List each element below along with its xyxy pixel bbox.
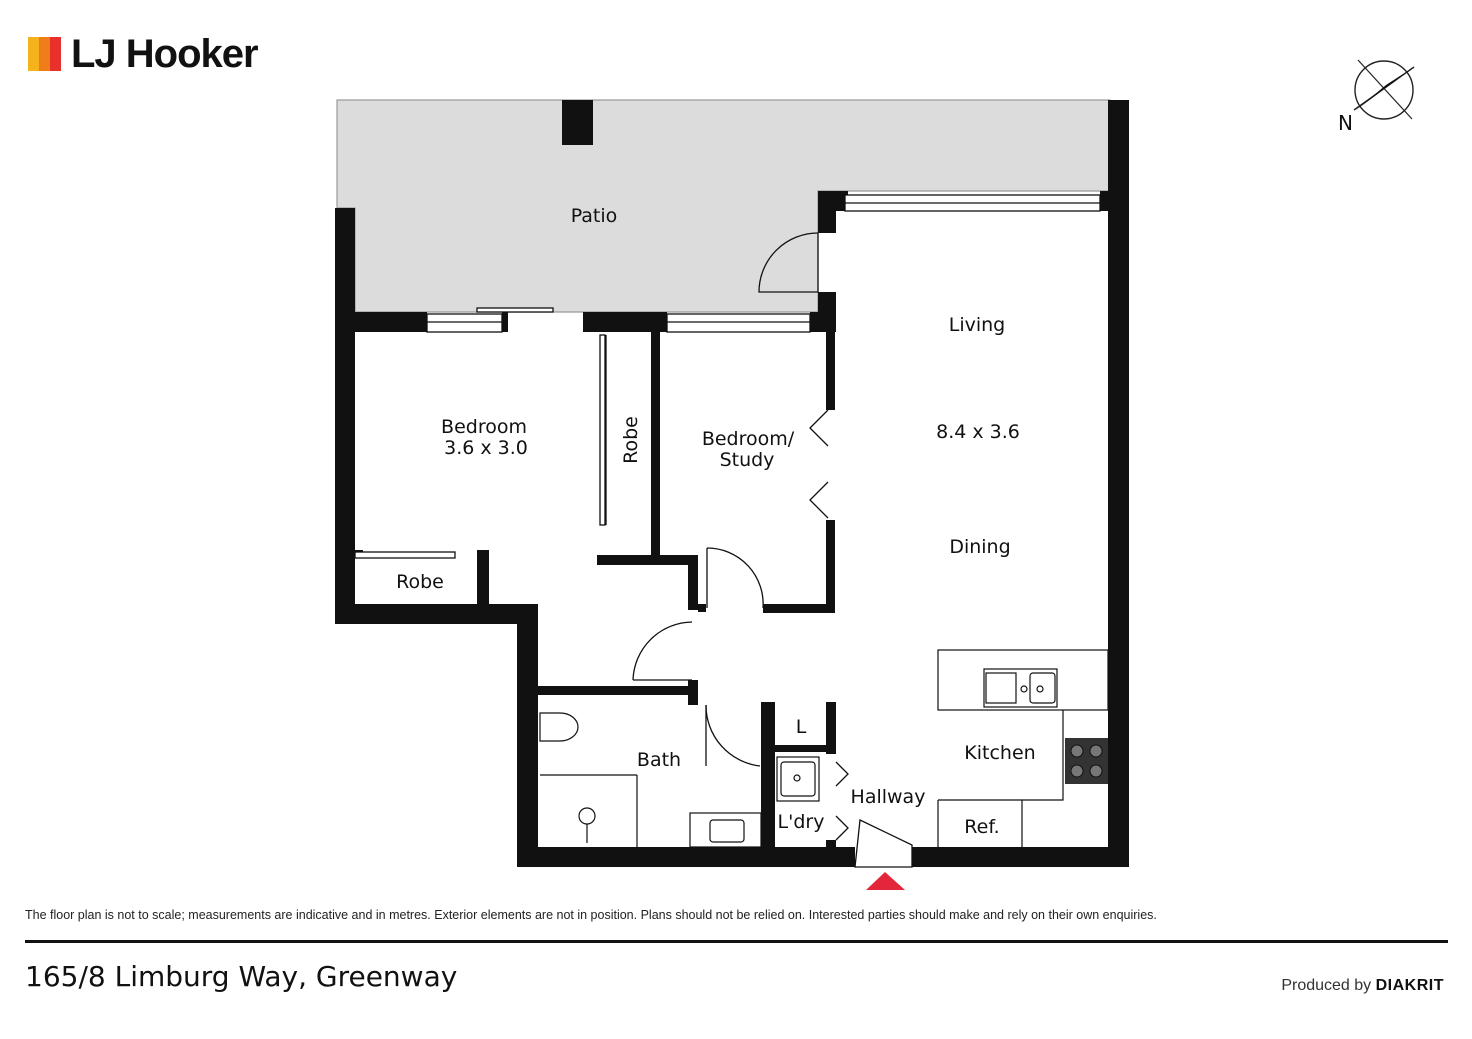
label-bath: Bath (637, 749, 681, 771)
logo-color-bars (28, 37, 61, 71)
toilet-icon (539, 712, 579, 742)
fixtures (539, 649, 1109, 848)
logo-bar-red (50, 37, 61, 71)
interior-walls (355, 318, 836, 850)
cooktop-icon (1065, 738, 1108, 784)
label-living: Living (949, 314, 1006, 336)
credit-name: DIAKRIT (1375, 977, 1444, 994)
property-address: 165/8 Limburg Way, Greenway (25, 960, 458, 993)
footer-divider (25, 940, 1448, 943)
producer-credit: Produced by DIAKRIT (1281, 977, 1444, 995)
lj-hooker-logo: LJ Hooker (28, 32, 259, 76)
label-kitchen: Kitchen (964, 742, 1035, 764)
logo-bar-yellow (28, 37, 39, 71)
label-study-line2: Study (720, 449, 775, 471)
label-dining: Dining (949, 536, 1010, 558)
label-robe-vertical: Robe (620, 416, 642, 464)
shower-icon (578, 807, 596, 825)
compass-north-label: N (1338, 111, 1353, 135)
label-linen: L (796, 716, 807, 738)
label-patio: Patio (571, 205, 618, 227)
disclaimer-text: The floor plan is not to scale; measurem… (25, 908, 1157, 922)
logo-bar-orange (39, 37, 50, 71)
label-living-size: 8.4 x 3.6 (936, 421, 1020, 443)
label-robe: Robe (396, 571, 444, 593)
credit-prefix: Produced by (1281, 977, 1372, 994)
brand-name: LJ Hooker (71, 32, 259, 76)
basin-icon (709, 819, 745, 843)
label-fridge: Ref. (964, 816, 999, 838)
windows (426, 194, 1101, 333)
label-study-line1: Bedroom/ (702, 428, 795, 450)
entry-marker-icon (866, 872, 905, 890)
label-bedroom: Bedroom (441, 416, 527, 438)
doors (354, 232, 913, 868)
label-bedroom-size: 3.6 x 3.0 (444, 437, 528, 459)
label-hallway: Hallway (851, 786, 926, 808)
north-compass-icon: N (1338, 59, 1415, 135)
exterior-walls (335, 100, 1129, 867)
label-laundry: L'dry (778, 811, 825, 833)
